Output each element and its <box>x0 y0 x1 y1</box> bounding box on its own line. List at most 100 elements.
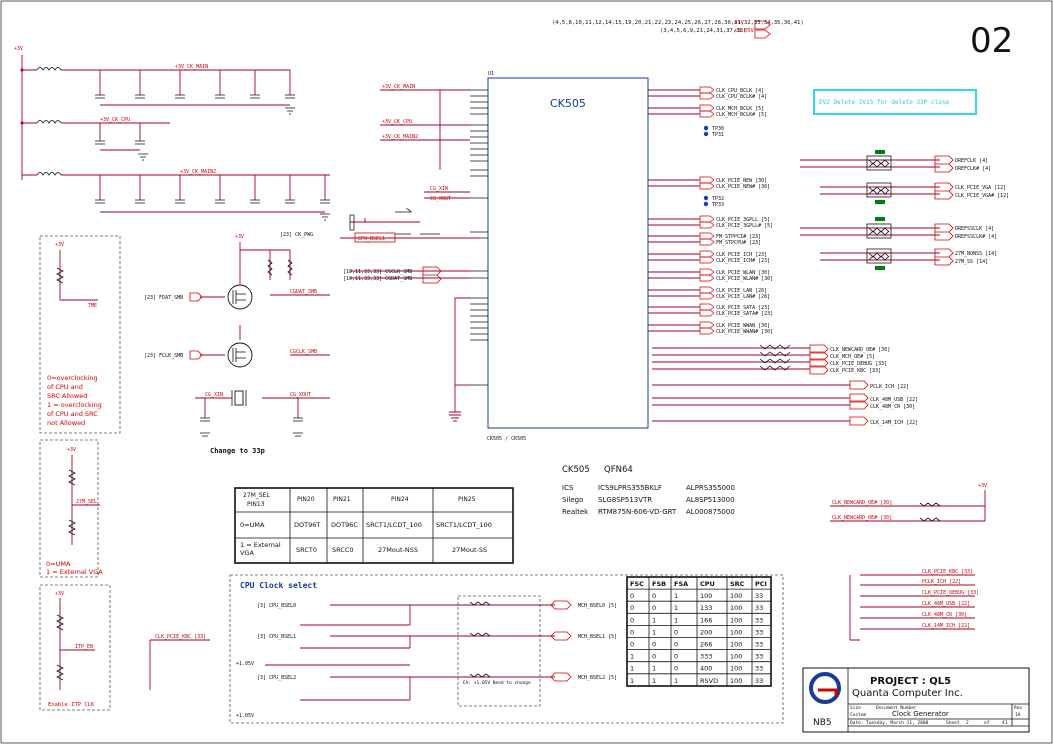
overclock-note-line: of CPU and <box>47 383 83 391</box>
drefsclk-n-label: DREFSSCLK# [4] <box>955 234 997 240</box>
fdat-smb-label: [23] FDAT_SMB <box>144 295 183 301</box>
chip-out-label: CLK_PCIE_SATA [23] <box>716 305 770 311</box>
chip-out-label: CLK_PCIE_LAN [26] <box>716 288 767 294</box>
freq-cell: 1 <box>630 653 634 661</box>
blue-note-box <box>813 89 977 115</box>
cgdat-smb-wire-label: CGDAT_SMB <box>290 289 317 295</box>
pin-cell-1-3: 27Mout-NSS <box>378 546 418 554</box>
freq-cell: 100 <box>730 616 742 624</box>
cgclk-smb-wire-label: CGCLK_SMB <box>290 349 317 355</box>
test-point-icon <box>703 201 709 207</box>
pin-hdr-0b: PIN13 <box>247 501 265 508</box>
freq-cell: 0 <box>674 653 678 661</box>
company-name: Quanta Computer Inc. <box>852 688 963 699</box>
pin-hdr-0a: 27M_SEL <box>243 492 270 499</box>
pin-table: 27M_SEL PIN13 PIN20 PIN21 PIN24 PIN25 0=… <box>234 487 514 564</box>
freq-cell: 33 <box>755 604 763 612</box>
cpu-clock-note: EV: +1.05V Need to change <box>463 680 531 686</box>
size-value: Custom <box>850 712 867 718</box>
freq-cell: 1 <box>652 616 656 624</box>
chip-supply-2: +3V_CK_CPU <box>382 119 412 125</box>
chip-out-port <box>699 104 715 112</box>
pin-cell-1-2: SRCC0 <box>332 546 354 554</box>
clk-48-cr-label: CLK_48M_CR [30] <box>870 404 915 410</box>
pin-cell-1-0b: VGA <box>240 549 254 557</box>
ordering-vendor-0: ICS <box>562 484 574 492</box>
dreffclk-label: DREFCLK [4] <box>955 158 988 164</box>
mch-bsel2-out: MCH_BSEL2 [5] <box>578 675 617 681</box>
freq-cell: 0 <box>674 665 678 673</box>
chip-out-label: CLK_CPU_BCLK# [4] <box>716 94 767 100</box>
cgclk-smb-label: [10,11,33,33] CGCLK_SMB <box>343 269 412 275</box>
chip-out-port <box>699 321 715 329</box>
freq-cell: 33 <box>755 641 763 649</box>
doc-label: Document Number <box>876 705 917 711</box>
mch-bsel1-out: MCH_BSEL1 [5] <box>578 634 617 640</box>
newcard-pullup: CLK_NEWCARD_OE# [30] CLK_NEWCARD_OE# [30… <box>830 483 987 522</box>
chip-out-label: CLK_PCIE_WLAN# [30] <box>716 276 773 282</box>
ck-pwg-label: [23] CK_PWG <box>280 232 313 238</box>
chip-left-pins <box>470 89 488 386</box>
chip-out-port <box>699 215 715 223</box>
change-note: Change to 33p <box>210 447 265 455</box>
top-note-2: (3,4,5,6,9,21,24,31,37,38) <box>660 28 746 34</box>
dreffclk-n-label: DREFCLK# [4] <box>955 166 991 172</box>
of-label: of <box>984 720 990 726</box>
freq-cell: 266 <box>700 641 712 649</box>
chip-out-port <box>699 274 715 282</box>
cpu-bsel1-label: CPU_BSEL1 <box>358 236 385 242</box>
pin-cell-1-0a: 1 = External <box>240 541 281 549</box>
chip-control-inputs: [23] CK_PWG CPU_BSEL1 [10,11,33,33] CGCL… <box>280 208 480 284</box>
chip-out-port <box>699 182 715 190</box>
clk-newcard-label: CLK_NEWCARD_OE# [30] <box>830 347 890 353</box>
ordering-part-1: SLG8SP513VTR <box>598 496 652 504</box>
ss-label: 27M_SS [14] <box>955 259 988 265</box>
uma-note-0: 0=UMA <box>46 560 71 568</box>
overclock-note-line: SRC Allowed <box>47 392 87 400</box>
freq-cell: 1 <box>630 677 634 685</box>
chip-out-port <box>699 309 715 317</box>
itp-en-label: ITP_EN <box>75 644 93 650</box>
chip-name: CK505 <box>550 97 586 110</box>
chip-supply-1: +3V_CK_MAIN <box>382 84 415 90</box>
chip-out-port <box>699 303 715 311</box>
freq-cell: 33 <box>755 592 763 600</box>
freq-cell: 100 <box>730 628 742 636</box>
chip-out-port <box>699 250 715 258</box>
test-point-icon <box>703 125 709 131</box>
freq-cell: 1 <box>674 604 678 612</box>
freq-cell: 333 <box>700 653 712 661</box>
chip-out-label: CLK_MCH_BCLK [5] <box>716 106 764 112</box>
chip-out-label: CLK_PCIE_NEW# [30] <box>716 184 770 190</box>
chip-supply-3: +3V_CK_MAIN2 <box>382 134 418 140</box>
freq-cell: 0 <box>630 628 634 636</box>
cgdat-smb-label: [10,11,33,33] CGDAT_SMB <box>343 276 412 282</box>
chip-out-label: FM_STPPCI# [23] <box>716 234 761 240</box>
freq-cell: 0 <box>630 641 634 649</box>
cpu-clock-title: CPU Clock select <box>240 581 317 590</box>
power-decoupling: +3V +3V_CK_MAIN +3V_CK_CPU +3V_CK_MAIN2 <box>14 46 330 221</box>
freq-cell: 0 <box>652 604 656 612</box>
freq-cell: 1 <box>652 677 656 685</box>
vga-clk-label: CLK_PCIE_VGA [12] <box>955 185 1006 191</box>
date-label: Date: <box>850 720 864 726</box>
decap-net-3: +3V_CK_MAIN2 <box>180 169 216 175</box>
top-note-1: (4,5,8,10,11,12,14,15,19,20,21,22,23,24,… <box>552 20 804 26</box>
ordering-heading-pkg: QFN64 <box>604 465 633 475</box>
project-name: PROJECT : QL5 <box>870 676 951 687</box>
right-termination-network: DREFCLK [4] DREFCLK# [4] CLK_PCIE_VGA [1… <box>800 150 1009 270</box>
freq-header-cell: FSA <box>674 580 688 588</box>
pin-hdr-1: PIN20 <box>297 496 315 503</box>
shifter-rail-label: +3V <box>235 234 244 240</box>
mch-bsel0-out: MCH_BSEL0 [5] <box>578 603 617 609</box>
clk-48-usb-label: CLK_48M_USB [22] <box>870 397 918 403</box>
chip-out-label: CLK_PCIE_SATA# [23] <box>716 311 773 317</box>
title-block: NB5 PROJECT : QL5 Quanta Computer Inc. S… <box>802 667 1030 733</box>
ordering-info: CK505 QFN64 ICS ICS9LPRS355BKLF ALPRS355… <box>562 465 735 516</box>
emi-net-2: PCLK_ICH [22] <box>922 579 961 585</box>
ordering-code-2: AL000875000 <box>686 508 735 516</box>
cpu-bsel1-port <box>354 232 396 243</box>
tme-label: TME <box>88 303 97 309</box>
